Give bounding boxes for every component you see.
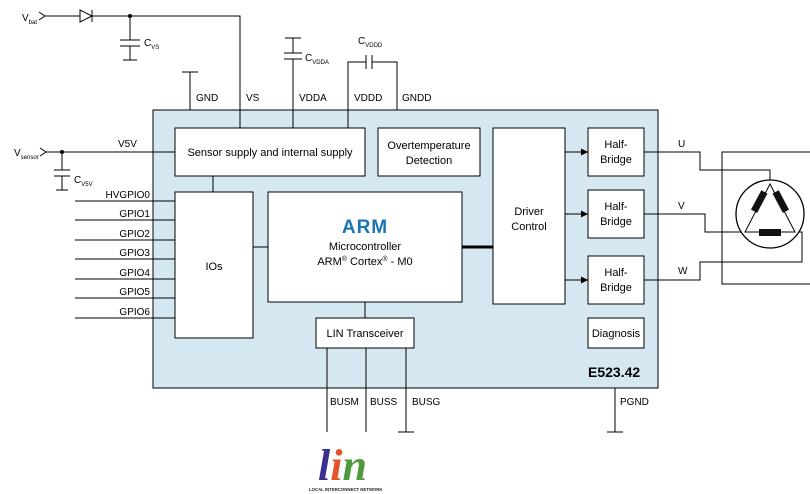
pin-vs-label: VS bbox=[246, 93, 260, 104]
capacitor-cvs: CVS bbox=[120, 16, 159, 61]
half-bridge-label-line1: Half- bbox=[604, 201, 628, 213]
winding-coil bbox=[759, 229, 781, 236]
overtemperature-block: Overtemperature Detection bbox=[377, 127, 481, 177]
lin-logo: lin LOCAL INTERCONNECT NETWORK bbox=[309, 441, 383, 492]
v5v-pin-label: V5V bbox=[118, 139, 137, 150]
half-bridge-label-line2: Bridge bbox=[600, 282, 632, 294]
gpio-label: GPIO3 bbox=[119, 248, 150, 259]
vsensor-label: Vsensor bbox=[14, 148, 39, 161]
pin-vddd-label: VDDD bbox=[354, 93, 382, 104]
diagnosis-block: Diagnosis bbox=[587, 317, 645, 349]
busm-label: BUSM bbox=[330, 397, 359, 408]
gpio-pins: HVGPIO0 GPIO1 GPIO2 GPIO3 GPIO4 GPIO5 GP… bbox=[75, 190, 175, 319]
lin-logo-tagline: LOCAL INTERCONNECT NETWORK bbox=[309, 487, 383, 492]
cvddd-label: CVDDD bbox=[358, 36, 383, 49]
pin-gndd-label: GNDD bbox=[402, 93, 431, 104]
sensor-supply-label: Sensor supply and internal supply bbox=[187, 147, 353, 159]
pgnd-wire bbox=[607, 388, 623, 433]
lin-transceiver-label: LIN Transceiver bbox=[326, 328, 403, 340]
vbat-label: Vbat bbox=[22, 13, 37, 26]
pin-vdda-label: VDDA bbox=[299, 93, 327, 104]
phase-w-wire bbox=[644, 231, 803, 281]
cvdda-label: CVDDA bbox=[305, 53, 329, 66]
vs-wire bbox=[92, 15, 241, 128]
mcu-core-label: ARM® Cortex® - M0 bbox=[317, 255, 412, 268]
gpio-label: HVGPIO0 bbox=[106, 190, 151, 201]
vsensor-terminal bbox=[39, 147, 47, 157]
busg-label: BUSG bbox=[412, 397, 441, 408]
lin-transceiver-block: LIN Transceiver bbox=[315, 317, 415, 349]
lin-logo-wordmark: lin bbox=[318, 441, 367, 490]
capacitor-cv5v: CV5V bbox=[54, 152, 93, 191]
ios-block: IOs bbox=[174, 191, 254, 339]
phase-u-label: U bbox=[678, 139, 685, 150]
gpio-label: GPIO4 bbox=[119, 268, 150, 279]
winding-coil bbox=[750, 190, 768, 213]
motor-frame bbox=[721, 151, 810, 285]
half-bridge-label-line2: Bridge bbox=[600, 216, 632, 228]
winding-coil bbox=[772, 190, 790, 213]
vbat-input: Vbat CVS bbox=[22, 9, 241, 128]
vbat-terminal bbox=[38, 11, 46, 21]
pgnd-label: PGND bbox=[620, 397, 649, 408]
gpio-label: GPIO1 bbox=[119, 209, 150, 220]
gnd-wire bbox=[182, 71, 198, 110]
bottom-pins: BUSM BUSS BUSG PGND bbox=[326, 348, 649, 433]
capacitor-cvddd: CVDDD bbox=[347, 36, 398, 128]
ios-label: IOs bbox=[205, 261, 223, 273]
motor-circle bbox=[735, 179, 805, 249]
gpio-label: GPIO5 bbox=[119, 287, 150, 298]
half-bridge-label-line1: Half- bbox=[604, 139, 628, 151]
half-bridge-label-line2: Bridge bbox=[600, 154, 632, 166]
cv5v-label: CV5V bbox=[74, 175, 93, 188]
buss-label: BUSS bbox=[370, 397, 398, 408]
driver-label-line1: Driver bbox=[514, 206, 544, 218]
diagnosis-label: Diagnosis bbox=[592, 328, 641, 340]
pin-gnd-label: GND bbox=[196, 93, 218, 104]
overtemp-label-line2: Detection bbox=[406, 155, 452, 167]
driver-control-block: Driver Control bbox=[492, 127, 566, 305]
cvs-label: CVS bbox=[144, 38, 159, 51]
half-bridge-v: Half- Bridge bbox=[587, 189, 645, 239]
vsensor-input: Vsensor V5V CV5V bbox=[14, 139, 175, 191]
mcu-title: Microcontroller bbox=[329, 241, 401, 253]
gpio-label: GPIO6 bbox=[119, 307, 150, 318]
phase-v-label: V bbox=[678, 201, 685, 212]
microcontroller-block: ARM Microcontroller ARM® Cortex® - M0 bbox=[267, 191, 463, 303]
motor-icon bbox=[721, 151, 810, 285]
arm-logo: ARM bbox=[342, 217, 388, 238]
gpio-label: GPIO2 bbox=[119, 229, 150, 240]
chip-name: E523.42 bbox=[588, 364, 640, 380]
phase-u-wire bbox=[644, 151, 771, 184]
sensor-supply-block: Sensor supply and internal supply bbox=[174, 127, 366, 177]
phase-outputs: U V W bbox=[644, 139, 803, 281]
half-bridge-label-line1: Half- bbox=[604, 267, 628, 279]
busg-wire bbox=[398, 348, 414, 433]
diode-icon bbox=[79, 9, 94, 23]
half-bridge-u: Half- Bridge bbox=[587, 127, 645, 177]
phase-v-wire bbox=[644, 213, 745, 233]
half-bridge-w: Half- Bridge bbox=[587, 255, 645, 305]
overtemp-label-line1: Overtemperature bbox=[387, 140, 470, 152]
driver-label-line2: Control bbox=[511, 221, 546, 233]
capacitor-cvdda: CVDDA bbox=[284, 37, 329, 128]
phase-w-label: W bbox=[678, 266, 688, 277]
